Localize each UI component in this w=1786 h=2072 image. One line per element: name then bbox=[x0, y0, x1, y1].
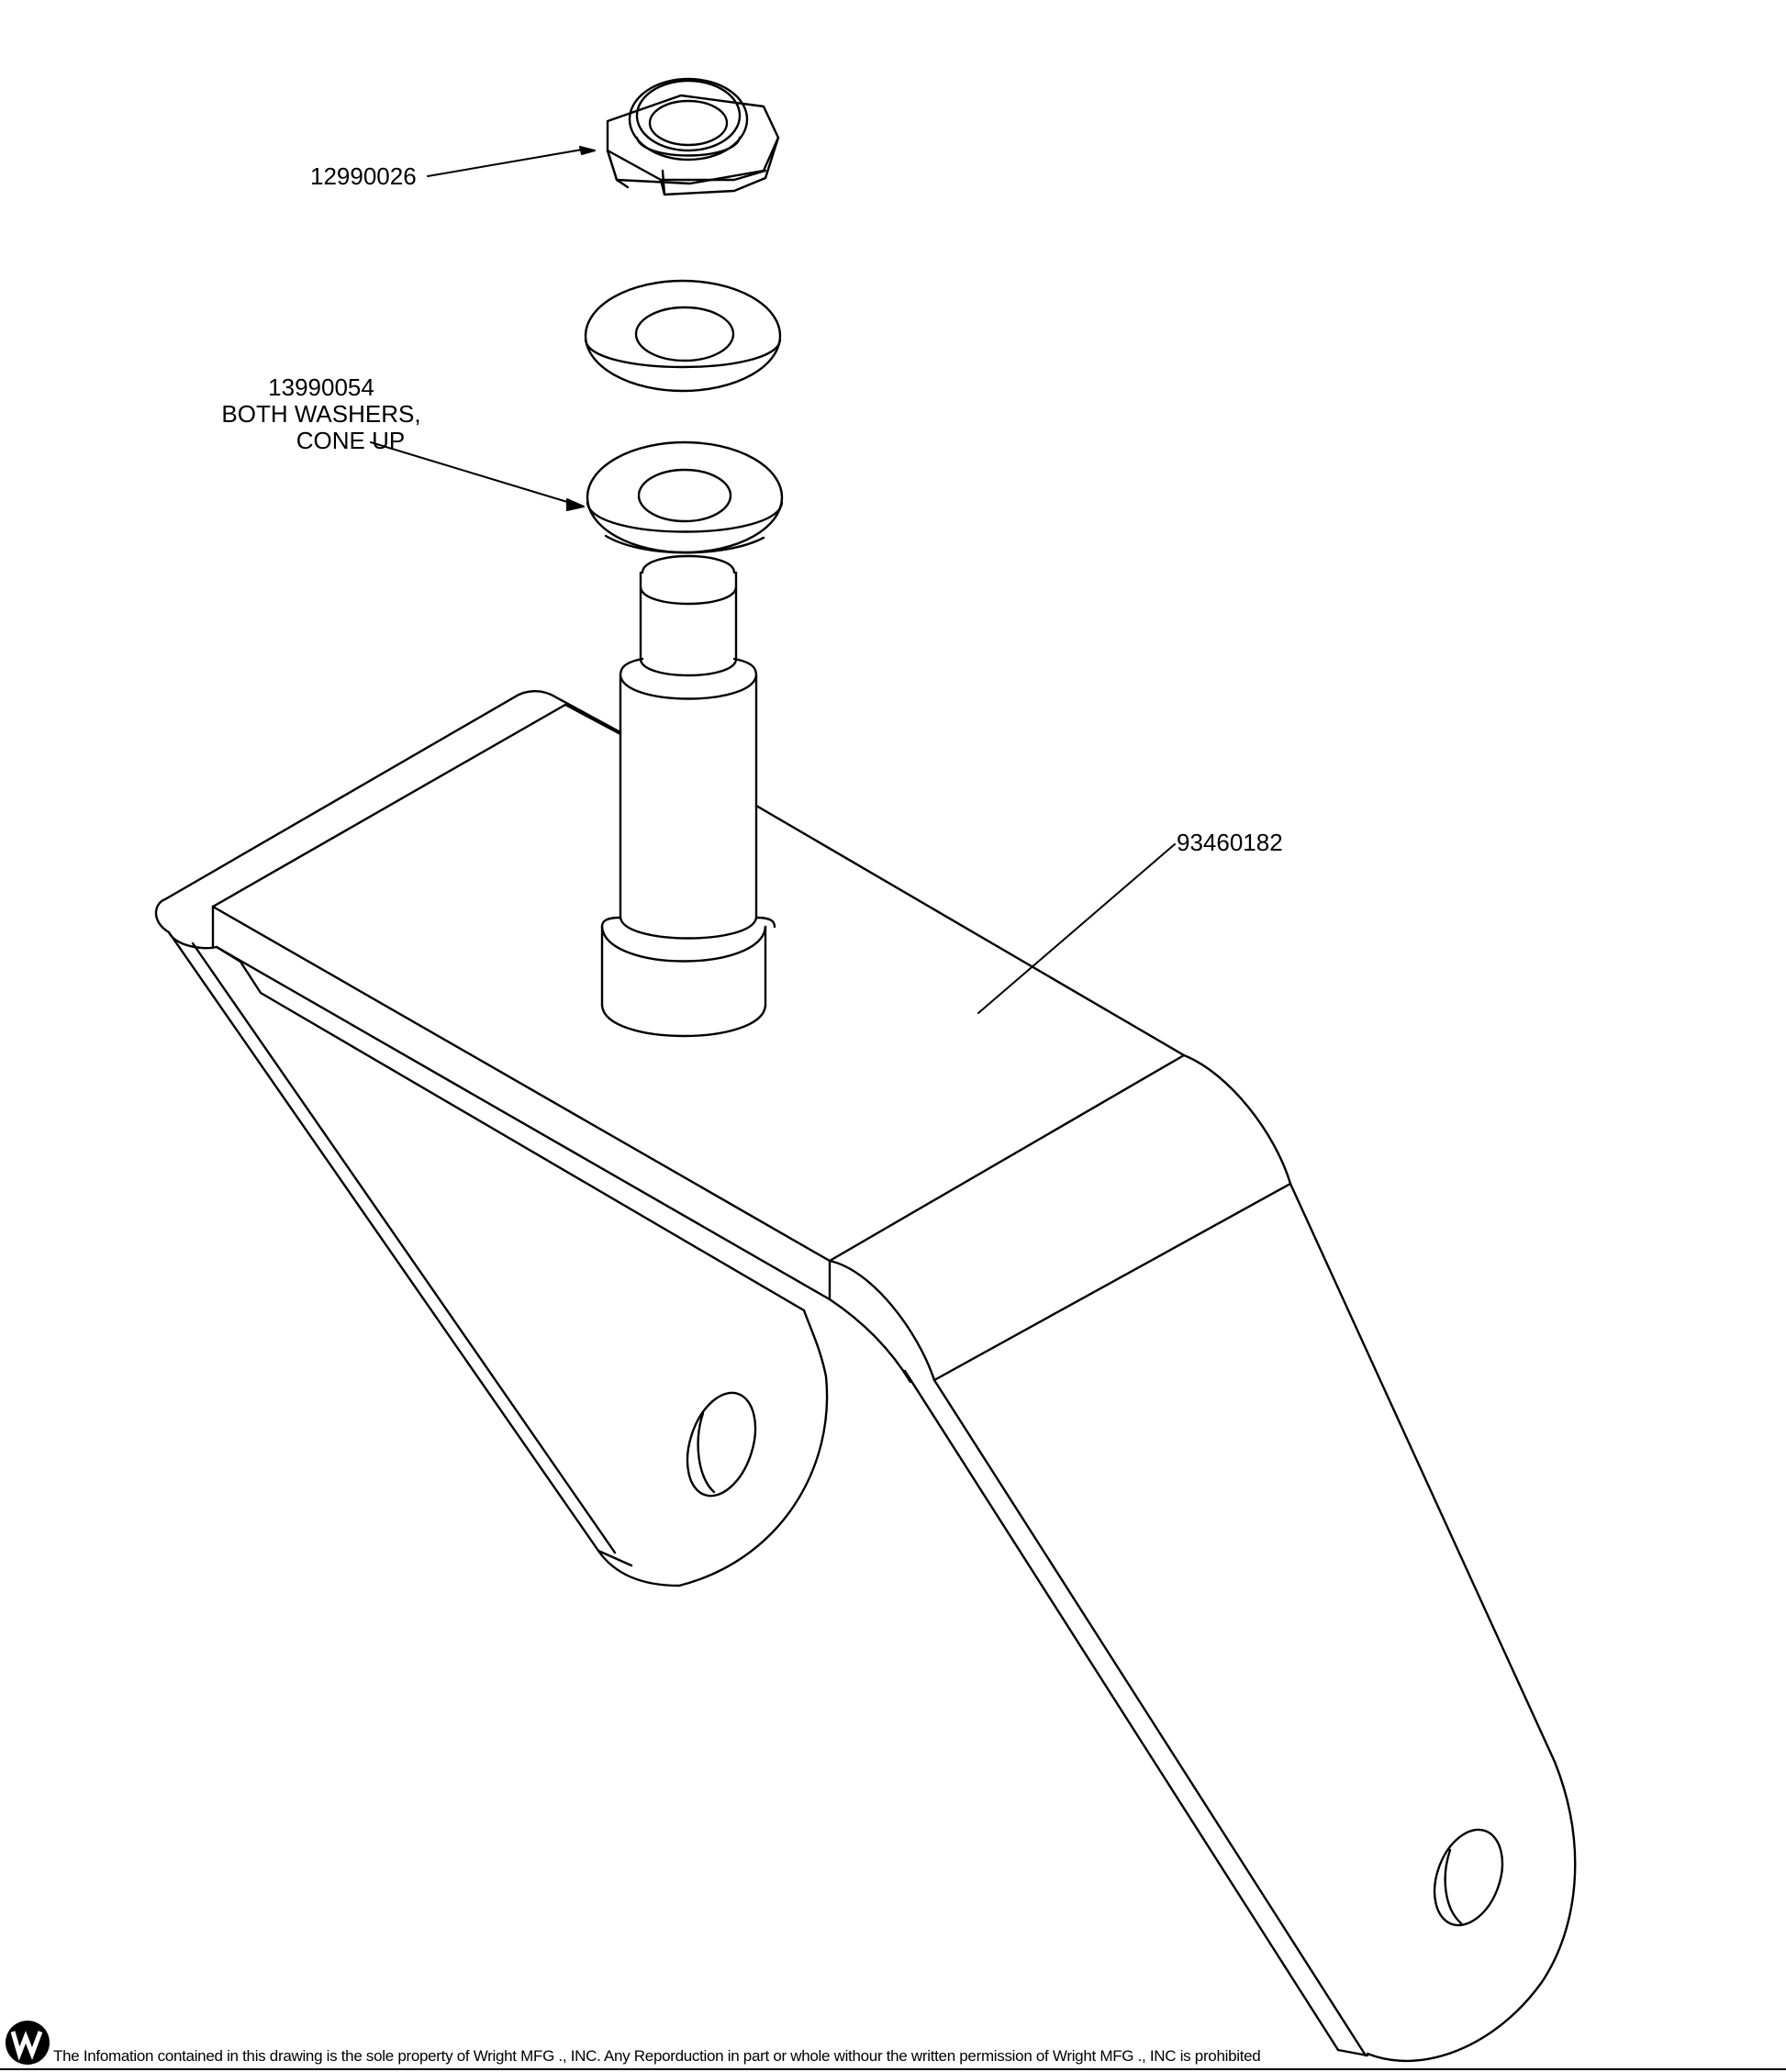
callout-washer-note-2: CONE UP bbox=[296, 427, 406, 454]
callout-washer-part-number: 13990054 bbox=[268, 373, 374, 401]
leader-nut bbox=[427, 148, 588, 177]
leader-washer bbox=[370, 441, 577, 506]
stud-pin bbox=[600, 554, 776, 1038]
callout-nut-part-number: 12990026 bbox=[310, 162, 417, 190]
callout-washer-note-1: BOTH WASHERS, bbox=[221, 400, 421, 428]
leader-bracket bbox=[977, 843, 1176, 1014]
callout-bracket-part-number: 93460182 bbox=[1177, 829, 1283, 856]
footer-divider bbox=[0, 2068, 1786, 2070]
callout-washer: 13990054 BOTH WASHERS, CONE UP bbox=[184, 374, 459, 454]
cone-washer bbox=[586, 440, 784, 554]
leader-washer-arrow bbox=[566, 498, 585, 511]
leader-nut-arrow bbox=[579, 146, 596, 155]
bracket-left-leg bbox=[167, 930, 829, 1587]
proprietary-notice: The Infomation contained in this drawing… bbox=[53, 2047, 1261, 2065]
bracket-right-leg bbox=[828, 1182, 1577, 2062]
company-logo-icon bbox=[6, 2021, 50, 2065]
hex-lock-nut bbox=[606, 77, 780, 196]
top-washer bbox=[584, 279, 782, 393]
bracket-top-plate bbox=[154, 690, 1292, 1382]
leader-lines bbox=[370, 146, 1176, 1014]
